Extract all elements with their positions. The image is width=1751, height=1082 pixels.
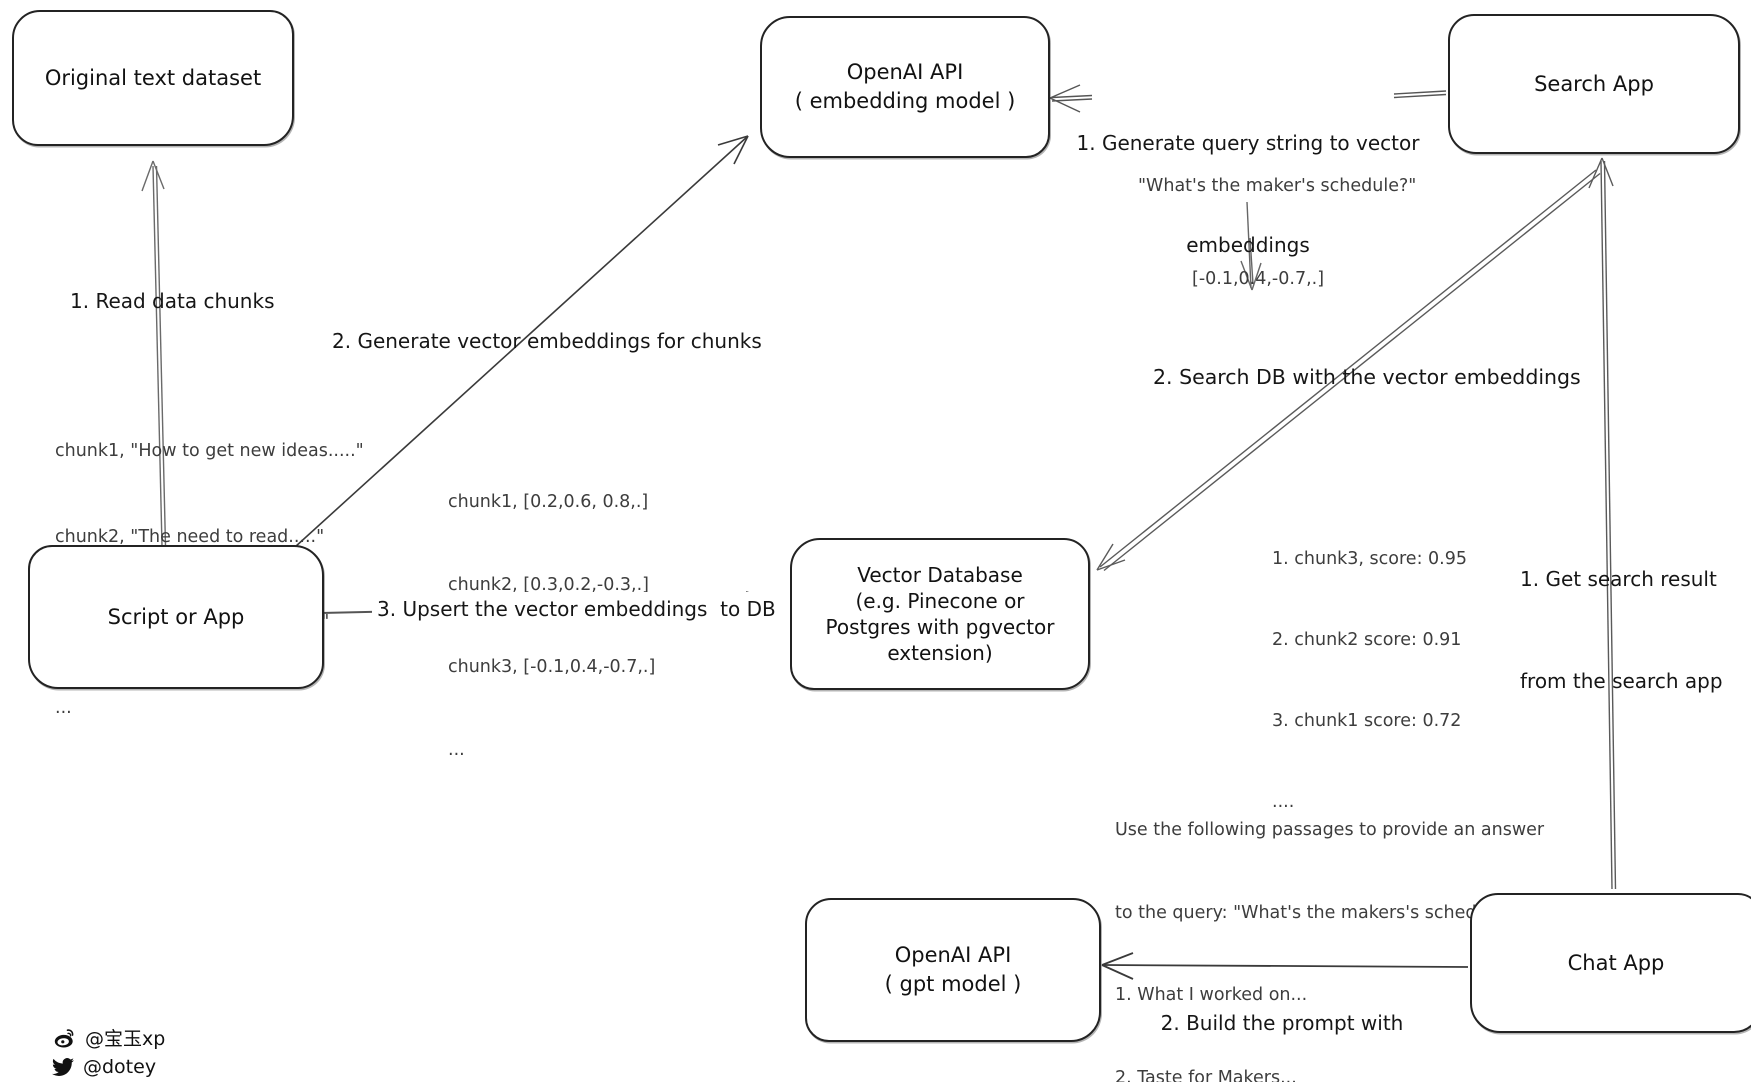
list-item: 1. chunk3, score: 0.95 (1272, 549, 1467, 569)
arrow-read-data (141, 160, 167, 547)
list-item: 3. chunk1 score: 0.72 (1272, 711, 1462, 731)
label-line2: from the search app (1520, 669, 1723, 693)
node-label-line4: extension) (887, 641, 993, 665)
node-search-app: Search App (1448, 14, 1740, 154)
node-vector-database: Vector Database (e.g. Pinecone or Postgr… (790, 538, 1090, 690)
node-label-line1: OpenAI API (894, 943, 1012, 968)
list-item: chunk2, "The need to read....." (55, 526, 325, 547)
label-search-db: 2. Search DB with the vector embeddings (1153, 365, 1581, 389)
arrow-build-prompt (1101, 952, 1469, 980)
label-line1: 1. Get search result (1520, 567, 1717, 591)
node-original-text-dataset: Original text dataset (12, 10, 294, 146)
list-item: ... (448, 739, 465, 760)
score-list: 1. chunk3, score: 0.95 2. chunk2 score: … (1272, 492, 1467, 870)
prompt-line: 2. Taste for Makers... (1115, 1067, 1297, 1082)
node-label: Script or App (107, 604, 245, 629)
twitter-credit: @dotey (52, 1056, 156, 1078)
node-openai-gpt-api: OpenAI API ( gpt model ) (805, 898, 1101, 1042)
label-get-search-result: 1. Get search result from the search app (1520, 494, 1723, 766)
weibo-handle: @宝玉xp (85, 1028, 166, 1050)
label-build-prompt: 2. Build the prompt with search result (1157, 938, 1407, 1082)
prompt-line: 1. What I worked on... (1115, 985, 1308, 1005)
node-label: Chat App (1567, 950, 1665, 975)
node-chat-app: Chat App (1470, 893, 1751, 1033)
arrow-generate-query (1049, 84, 1447, 113)
node-label-line2: (e.g. Pinecone or (855, 589, 1025, 613)
node-label: Search App (1534, 71, 1654, 96)
list-item: chunk3, [-0.1,0.4,-0.7,.] (448, 657, 656, 677)
node-label: Original text dataset (44, 65, 262, 90)
node-openai-embedding-api: OpenAI API ( embedding model ) (760, 16, 1050, 158)
arrow-search-db (1096, 169, 1601, 572)
list-item: 2. chunk2 score: 0.91 (1272, 630, 1462, 650)
arrow-get-search-result (1588, 157, 1617, 890)
label-line2: embeddings (1186, 233, 1310, 257)
node-script-or-app: Script or App (28, 545, 324, 689)
label-read-data-chunks: 1. Read data chunks (70, 289, 275, 313)
label-line1: 1. Generate query string to vector (1076, 131, 1420, 155)
query-text: "What's the maker's schedule?" (1138, 176, 1417, 196)
weibo-credit: @宝玉xp (52, 1024, 165, 1051)
prompt-line: Use the following passages to provide an… (1115, 820, 1545, 840)
prompt-text: Use the following passages to provide an… (1115, 762, 1544, 1082)
query-vector: [-0.1,0.4,-0.7,.] (1192, 269, 1325, 289)
node-label-line1: OpenAI API (846, 60, 964, 85)
node-label-line2: ( embedding model ) (794, 89, 1016, 113)
node-label-line1: Vector Database (857, 563, 1023, 587)
twitter-handle: @dotey (83, 1056, 157, 1078)
label-generate-query: 1. Generate query string to vector embed… (1070, 58, 1426, 330)
weibo-icon (52, 1026, 76, 1050)
list-item: chunk1, "How to get new ideas....." (55, 441, 364, 461)
node-label-line2: ( gpt model ) (884, 972, 1022, 996)
label-line1: 2. Build the prompt with (1160, 1011, 1404, 1035)
label-upsert-to-db: 3. Upsert the vector embeddings to DB (372, 592, 781, 626)
arrow-generate-embeddings (283, 135, 749, 558)
list-item: .... (1272, 792, 1295, 812)
label-generate-embeddings: 2. Generate vector embeddings for chunks (332, 329, 762, 353)
chunk-vector-list: chunk1, [0.2,0.6, 0.8,.] chunk2, [0.3,0.… (448, 434, 655, 819)
arrow-query-to-vector (1240, 201, 1262, 291)
twitter-icon (52, 1056, 74, 1078)
list-item: chunk2, [0.3,0.2,-0.3,.] (448, 574, 650, 595)
list-item: chunk1, [0.2,0.6, 0.8,.] (448, 492, 649, 512)
node-label-line3: Postgres with pgvector (825, 615, 1055, 639)
list-item: ... (55, 697, 72, 718)
